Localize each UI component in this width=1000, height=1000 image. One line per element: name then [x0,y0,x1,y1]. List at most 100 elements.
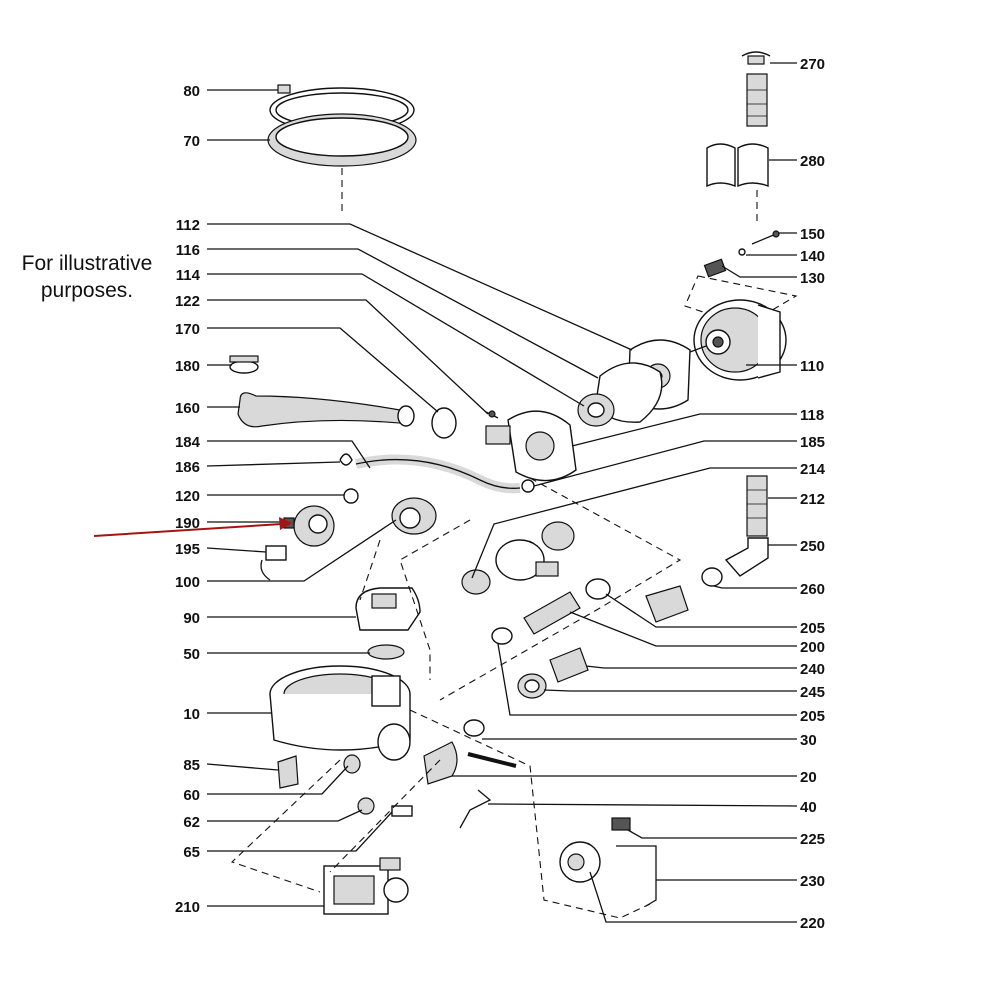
callout-122[interactable]: 122 [175,293,200,310]
callout-280[interactable]: 280 [800,153,825,170]
callout-150[interactable]: 150 [800,226,825,243]
callout-260[interactable]: 260 [800,581,825,598]
callout-250[interactable]: 250 [800,538,825,555]
part-elbow-250[interactable] [724,537,769,577]
part-clamp-170[interactable] [431,407,457,439]
callout-225[interactable]: 225 [800,831,825,848]
part-hose-200[interactable] [523,591,581,635]
part-relay-130[interactable] [703,258,727,278]
part-grommet-60[interactable] [343,754,361,774]
callout-170[interactable]: 170 [175,321,200,338]
assembly-line-d [409,709,651,919]
callout-200[interactable]: 200 [800,639,825,656]
assembly-line-b [359,539,381,601]
callout-160[interactable]: 160 [175,400,200,417]
highlight-arrow [93,517,292,537]
callout-85[interactable]: 85 [183,757,200,774]
callout-186[interactable]: 186 [175,459,200,476]
part-connector-195[interactable] [260,545,287,581]
callout-195[interactable]: 195 [175,541,200,558]
assembly-line-f [329,759,441,873]
callout-210[interactable]: 210 [175,899,200,916]
callout-70[interactable]: 70 [183,133,200,150]
callout-212[interactable]: 212 [800,491,825,508]
callout-30[interactable]: 30 [800,732,817,749]
callout-112[interactable]: 112 [176,217,200,234]
part-hose-160[interactable] [237,392,415,428]
callout-10[interactable]: 10 [183,706,200,723]
assembly-line-a [399,519,471,680]
callout-60[interactable]: 60 [183,787,200,804]
callout-220[interactable]: 220 [800,915,825,932]
callout-80[interactable]: 80 [183,83,200,100]
part-drain-pump-210[interactable] [323,857,409,915]
callout-184[interactable]: 184 [175,434,201,451]
part-oring-185[interactable] [521,479,535,493]
part-ring-inline[interactable] [461,569,491,595]
part-clamp-205a[interactable] [585,578,611,600]
part-switch-225[interactable] [611,817,631,831]
part-bracket-85[interactable] [277,755,299,789]
callout-90[interactable]: 90 [183,610,200,627]
part-clip-186[interactable] [339,453,353,466]
part-screw-122[interactable] [485,410,499,419]
part-clamp-205b[interactable] [491,627,513,645]
part-grommet-62[interactable] [357,797,375,815]
part-pump-cover-118[interactable] [485,410,577,482]
callout-185[interactable]: 185 [800,434,825,451]
part-grommet-120[interactable] [343,488,359,504]
part-clamp-180[interactable] [229,355,259,374]
part-screen-280[interactable] [706,73,769,222]
callout-270[interactable]: 270 [800,56,825,73]
callout-120[interactable]: 120 [175,488,200,505]
part-nut-50[interactable] [367,644,405,660]
part-cover-90[interactable] [355,587,421,631]
part-tube-205[interactable] [645,585,689,623]
part-screw-150[interactable] [751,230,780,245]
callout-50[interactable]: 50 [183,646,200,663]
part-clamp-260[interactable] [701,567,723,587]
part-sump-10[interactable] [269,665,411,761]
callout-110[interactable]: 110 [800,358,824,375]
callout-65[interactable]: 65 [183,844,200,861]
callout-40[interactable]: 40 [800,799,817,816]
callout-205-upper[interactable]: 205 [800,620,825,637]
callout-116[interactable]: 116 [176,242,200,259]
part-sleeve-240[interactable] [549,647,589,683]
callout-100[interactable]: 100 [175,574,200,591]
callout-62[interactable]: 62 [183,814,200,831]
part-clamp-30[interactable] [463,719,485,737]
part-screen-212[interactable] [746,475,768,537]
left-callout-labels: 80 70 112 116 114 122 170 180 160 184 18… [175,83,201,916]
part-washer-140[interactable] [738,248,746,256]
part-heater-190[interactable] [283,505,335,547]
callout-214[interactable]: 214 [800,461,826,478]
part-seal-70[interactable] [267,113,417,212]
callout-205-lower[interactable]: 205 [800,708,825,725]
part-seal-100[interactable] [391,497,437,535]
callout-190[interactable]: 190 [175,515,200,532]
part-motor-110[interactable] [689,299,787,381]
illustrative-note: For illustrative purposes. [21,252,153,302]
part-valve-20[interactable] [423,741,517,785]
part-spring-245[interactable] [517,673,547,699]
part-float-220[interactable] [559,841,601,883]
callout-180[interactable]: 180 [175,358,200,375]
part-wire-230[interactable] [616,845,657,907]
callout-245[interactable]: 245 [800,684,825,701]
part-sensor-65[interactable] [391,805,413,817]
part-fitting-214[interactable] [495,521,575,581]
callout-114[interactable]: 114 [176,267,201,284]
part-tube-184[interactable] [354,454,521,494]
callout-118[interactable]: 118 [800,407,824,424]
callout-140[interactable]: 140 [800,248,825,265]
part-impeller-114[interactable] [577,393,615,427]
leader-lines [206,62,798,923]
part-wire-40[interactable] [459,789,492,829]
callout-240[interactable]: 240 [800,661,825,678]
part-clamp-270[interactable] [741,51,771,65]
callout-230[interactable]: 230 [800,873,825,890]
callout-130[interactable]: 130 [800,270,825,287]
callout-20[interactable]: 20 [800,769,817,786]
